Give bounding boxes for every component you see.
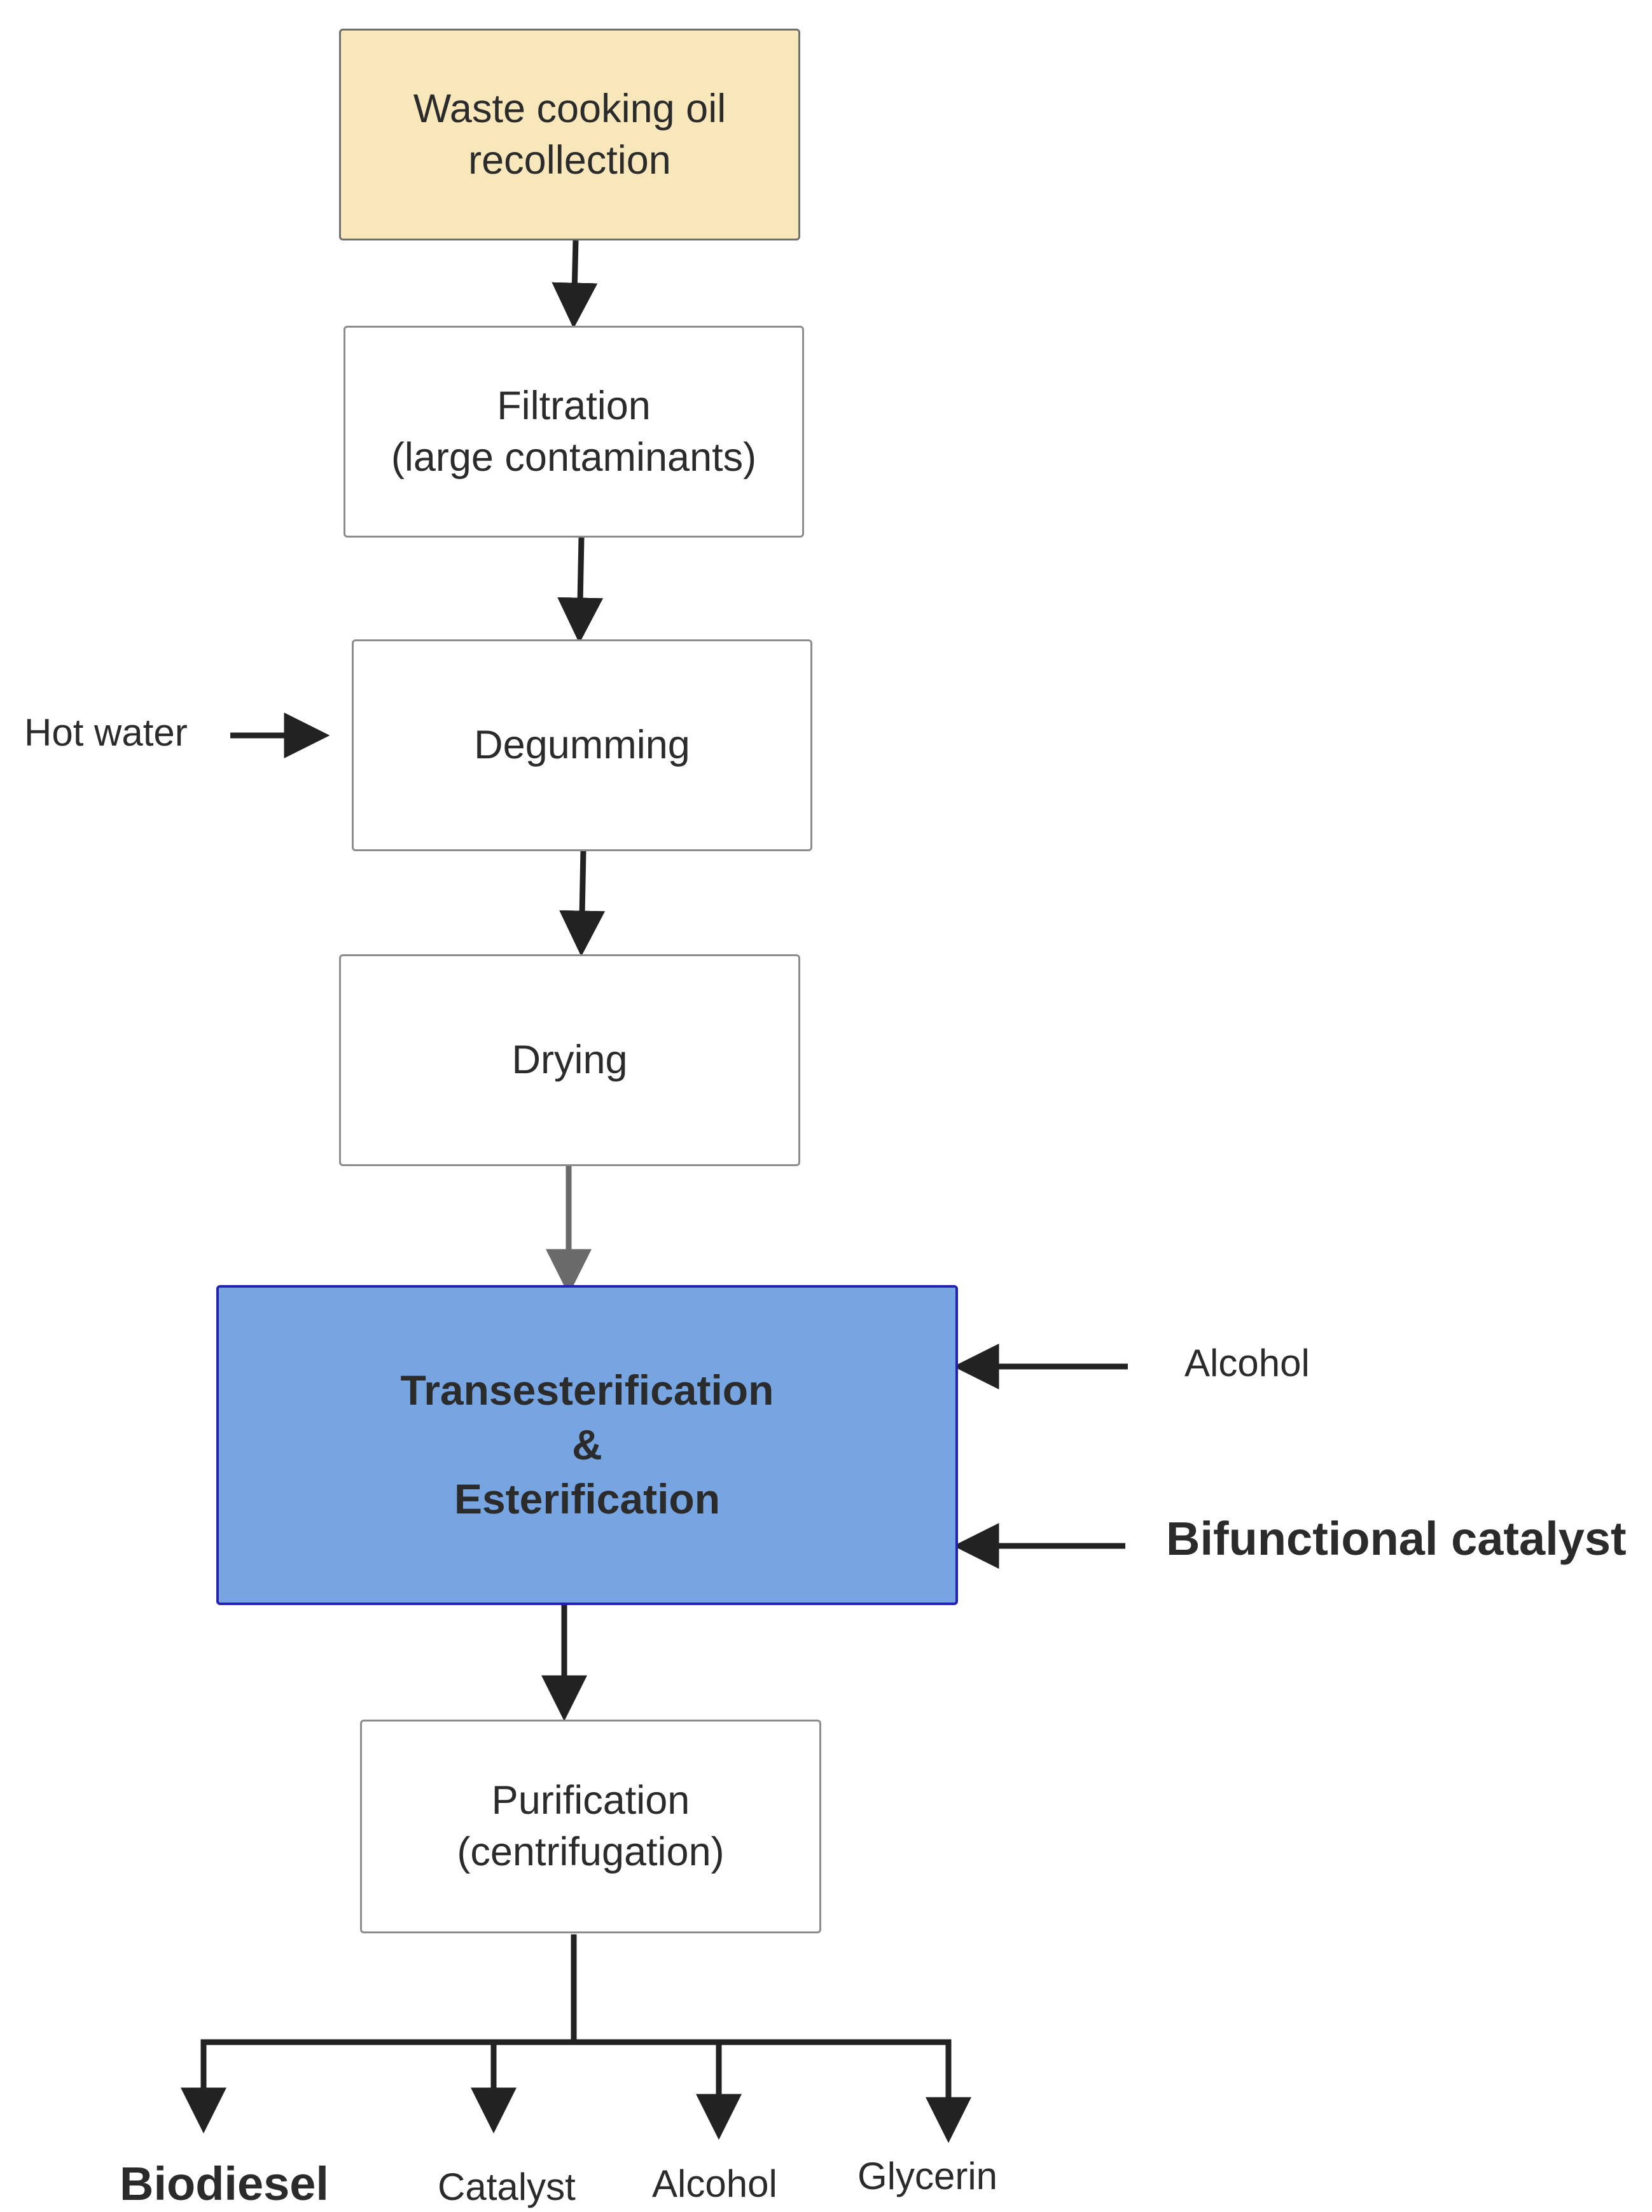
step-drying-label: Drying (511, 1038, 628, 1083)
step-filtration-label: Filtration (large contaminants) (391, 383, 757, 480)
step-recollection-box: Waste cooking oil recollection (339, 29, 800, 240)
step-degumming-box: Degumming (352, 639, 812, 851)
input-hot-water-label: Hot water (24, 711, 188, 754)
output-biodiesel-label: Biodiesel (120, 2157, 329, 2210)
step-reaction-box: Transesterification & Esterification (216, 1285, 958, 1605)
arrow-filtration-to-degumming (557, 537, 604, 644)
output-alcohol-label: Alcohol (652, 2162, 777, 2205)
output-catalyst-label: Catalyst (438, 2166, 576, 2208)
step-recollection-label: Waste cooking oil recollection (413, 86, 726, 183)
step-reaction-label: Transesterification & Esterification (400, 1366, 774, 1523)
input-catalyst-label: Bifunctional catalyst (1166, 1512, 1627, 1565)
step-drying-box: Drying (339, 954, 800, 1166)
step-filtration-box: Filtration (large contaminants) (344, 326, 804, 538)
output-glycerin-label: Glycerin (857, 2155, 998, 2197)
step-purification-box: Purification (centrifugation) (360, 1720, 821, 1933)
step-degumming-label: Degumming (474, 723, 690, 768)
step-purification-label: Purification (centrifugation) (457, 1778, 725, 1874)
arrow-degumming-to-drying (559, 849, 606, 957)
input-alcohol-label: Alcohol (1184, 1342, 1310, 1384)
arrow-recollection-to-filtration (552, 240, 598, 329)
